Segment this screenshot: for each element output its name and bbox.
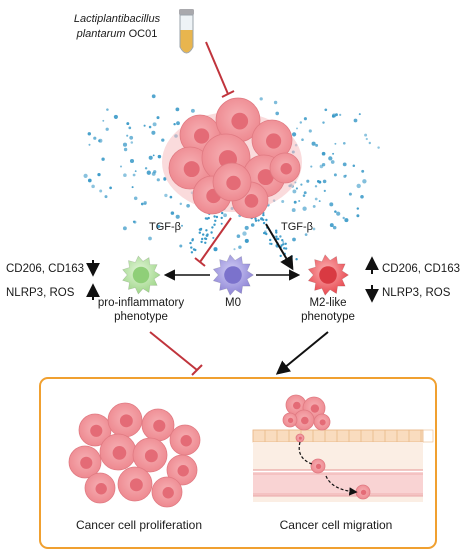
pro-inflammatory-macrophage-icon (122, 255, 161, 295)
left-marker-cd206: CD206, CD163 (6, 263, 84, 275)
m0-label: M0 (225, 297, 241, 309)
migration-label: Cancer cell migration (280, 518, 393, 532)
tgf-beta-right-label: TGF-β (281, 221, 313, 233)
blood-vessel-icon (252, 429, 434, 502)
right-marker-cd206: CD206, CD163 (382, 263, 460, 275)
bacterium-name-line1: Lactiplantibacillus (74, 13, 161, 25)
tumor-cluster (162, 97, 302, 219)
right-marker-nlrp3: NLRP3, ROS (382, 287, 451, 299)
m0-macrophage-icon (212, 254, 255, 296)
migration-path-arrow (298, 441, 358, 496)
pro-inflammatory-label-line2: phenotype (114, 311, 168, 323)
left-marker-nlrp3: NLRP3, ROS (6, 287, 75, 299)
tgf-beta-inhibition-arrow (194, 217, 232, 267)
m2-label-line2: phenotype (301, 311, 355, 323)
proliferating-tumor-icon (68, 402, 201, 508)
m2-to-migration-arrow (275, 331, 329, 375)
tgf-beta-left-label: TGF-β (149, 221, 181, 233)
bacterium-tube-icon (179, 9, 194, 54)
pro-inflammatory-inhibition-arrow (149, 331, 203, 376)
m2-macrophage-icon (307, 254, 350, 296)
migrating-tumor-icon (282, 394, 371, 500)
pro-inflammatory-label-line1: pro-inflammatory (98, 297, 185, 309)
proliferation-label: Cancer cell proliferation (76, 518, 202, 532)
m2-label-line1: M2-like (309, 297, 346, 309)
bacterium-name-line2: plantarum OC01 (76, 28, 158, 40)
bacterium-inhibition-arrow (205, 41, 235, 98)
tgf-beta-activation-arrow (265, 223, 294, 271)
